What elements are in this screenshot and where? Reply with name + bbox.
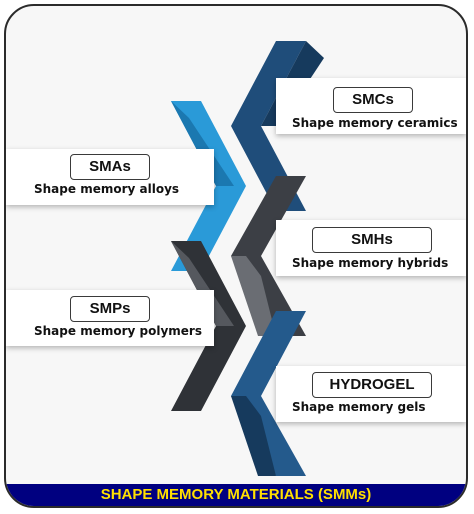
chevron-smps-shade [171,241,234,326]
chevron-hydrogel-shade [231,396,276,476]
row-smas-label: Shape memory alloys [34,182,180,196]
row-smas-abbr: SMAs [70,154,150,180]
chevron-smcs [231,41,306,211]
row-smcs-label: Shape memory ceramics [292,116,458,130]
row-smps-label: Shape memory polymers [34,324,202,338]
chevron-smhs-shade [231,256,276,336]
footer-title-banner: SHAPE MEMORY MATERIALS (SMMs) [6,484,466,506]
row-hydrogel-label: Shape memory gels [292,400,426,414]
row-smcs-abbr: SMCs [333,87,413,113]
chevron-smas-shade [171,101,234,186]
row-smhs-abbr: SMHs [312,227,432,253]
row-smps-abbr: SMPs [70,296,150,322]
diagram-card: SMCs Shape memory ceramics SMAs Shape me… [4,4,468,508]
row-smhs-label: Shape memory hybrids [292,256,449,270]
chevron-hydrogel [231,311,306,476]
row-hydrogel-abbr: HYDROGEL [312,372,432,398]
